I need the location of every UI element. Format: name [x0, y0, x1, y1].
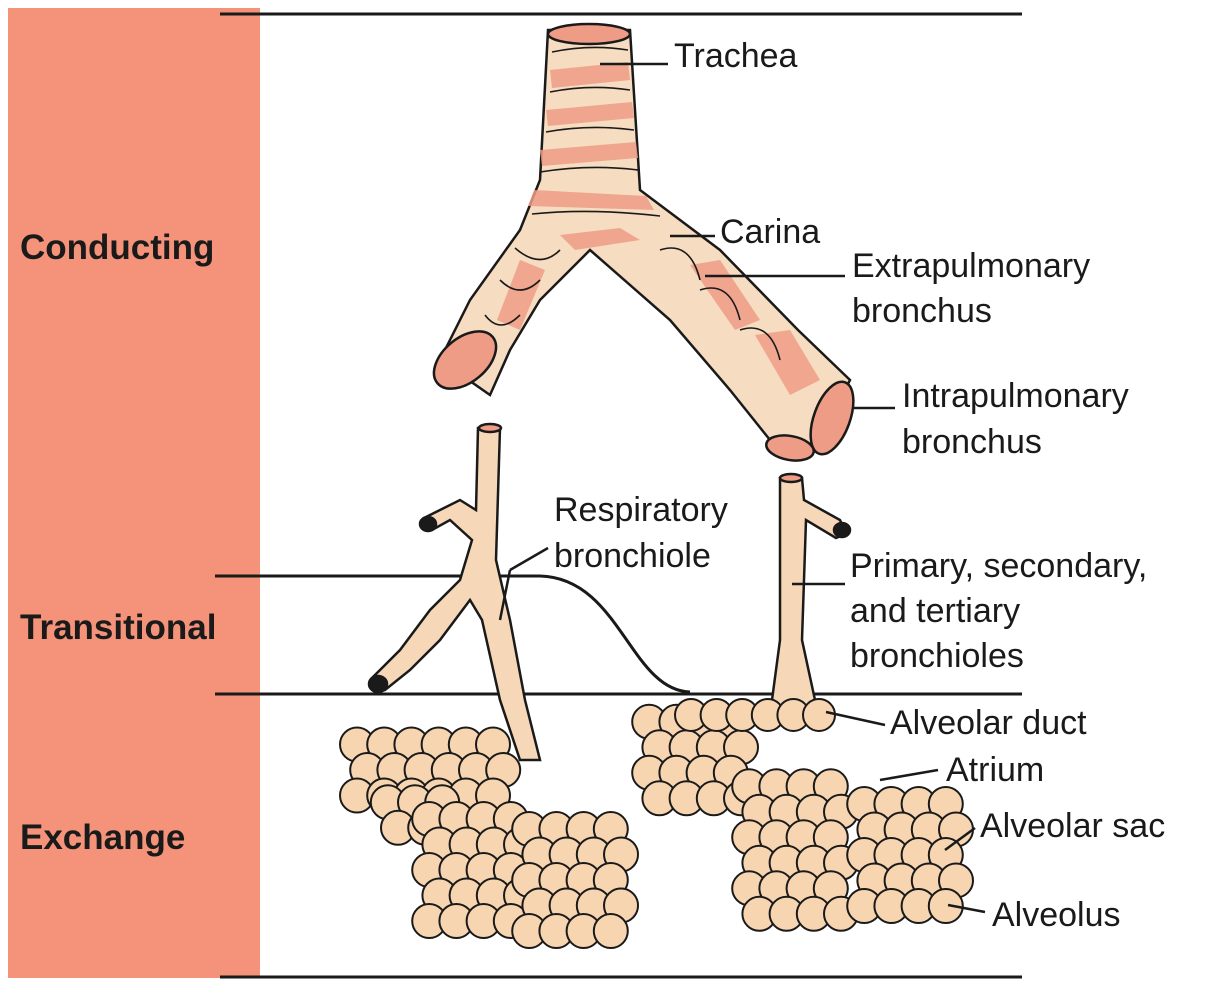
alveolar-clusters: [340, 699, 973, 948]
atrium-leader: [880, 770, 938, 780]
label-carina: Carina: [720, 212, 820, 252]
label-alveolar-sac: Alveolar sac: [980, 806, 1165, 846]
zone-label-conducting: Conducting: [20, 228, 214, 268]
label-extrapulmonary-line1: Extrapulmonary: [852, 246, 1090, 286]
alveolus-bubble: [594, 914, 628, 948]
label-respiratory-line1: Respiratory: [554, 490, 728, 530]
label-alveolar-duct: Alveolar duct: [890, 703, 1087, 743]
label-intrapulmonary-line1: Intrapulmonary: [902, 376, 1129, 416]
label-bronchioles-line3: bronchioles: [850, 636, 1024, 676]
label-trachea: Trachea: [674, 36, 797, 76]
label-bronchioles-line1: Primary, secondary,: [850, 546, 1147, 586]
label-atrium: Atrium: [946, 750, 1044, 790]
label-intrapulmonary-line2: bronchus: [902, 422, 1042, 462]
label-alveolus: Alveolus: [992, 895, 1121, 935]
label-respiratory-line2: bronchiole: [554, 536, 711, 576]
zone-label-exchange: Exchange: [20, 818, 185, 858]
left-bronchiole-tree: [369, 424, 540, 760]
right-bronchiole-tree: [760, 474, 850, 720]
respiratory-leader: [510, 548, 548, 570]
label-extrapulmonary-line2: bronchus: [852, 291, 992, 331]
label-bronchioles-line2: and tertiary: [850, 591, 1020, 631]
zone-label-transitional: Transitional: [20, 608, 216, 648]
alveolus-bubble: [803, 699, 835, 731]
transitional-curve: [540, 576, 690, 692]
